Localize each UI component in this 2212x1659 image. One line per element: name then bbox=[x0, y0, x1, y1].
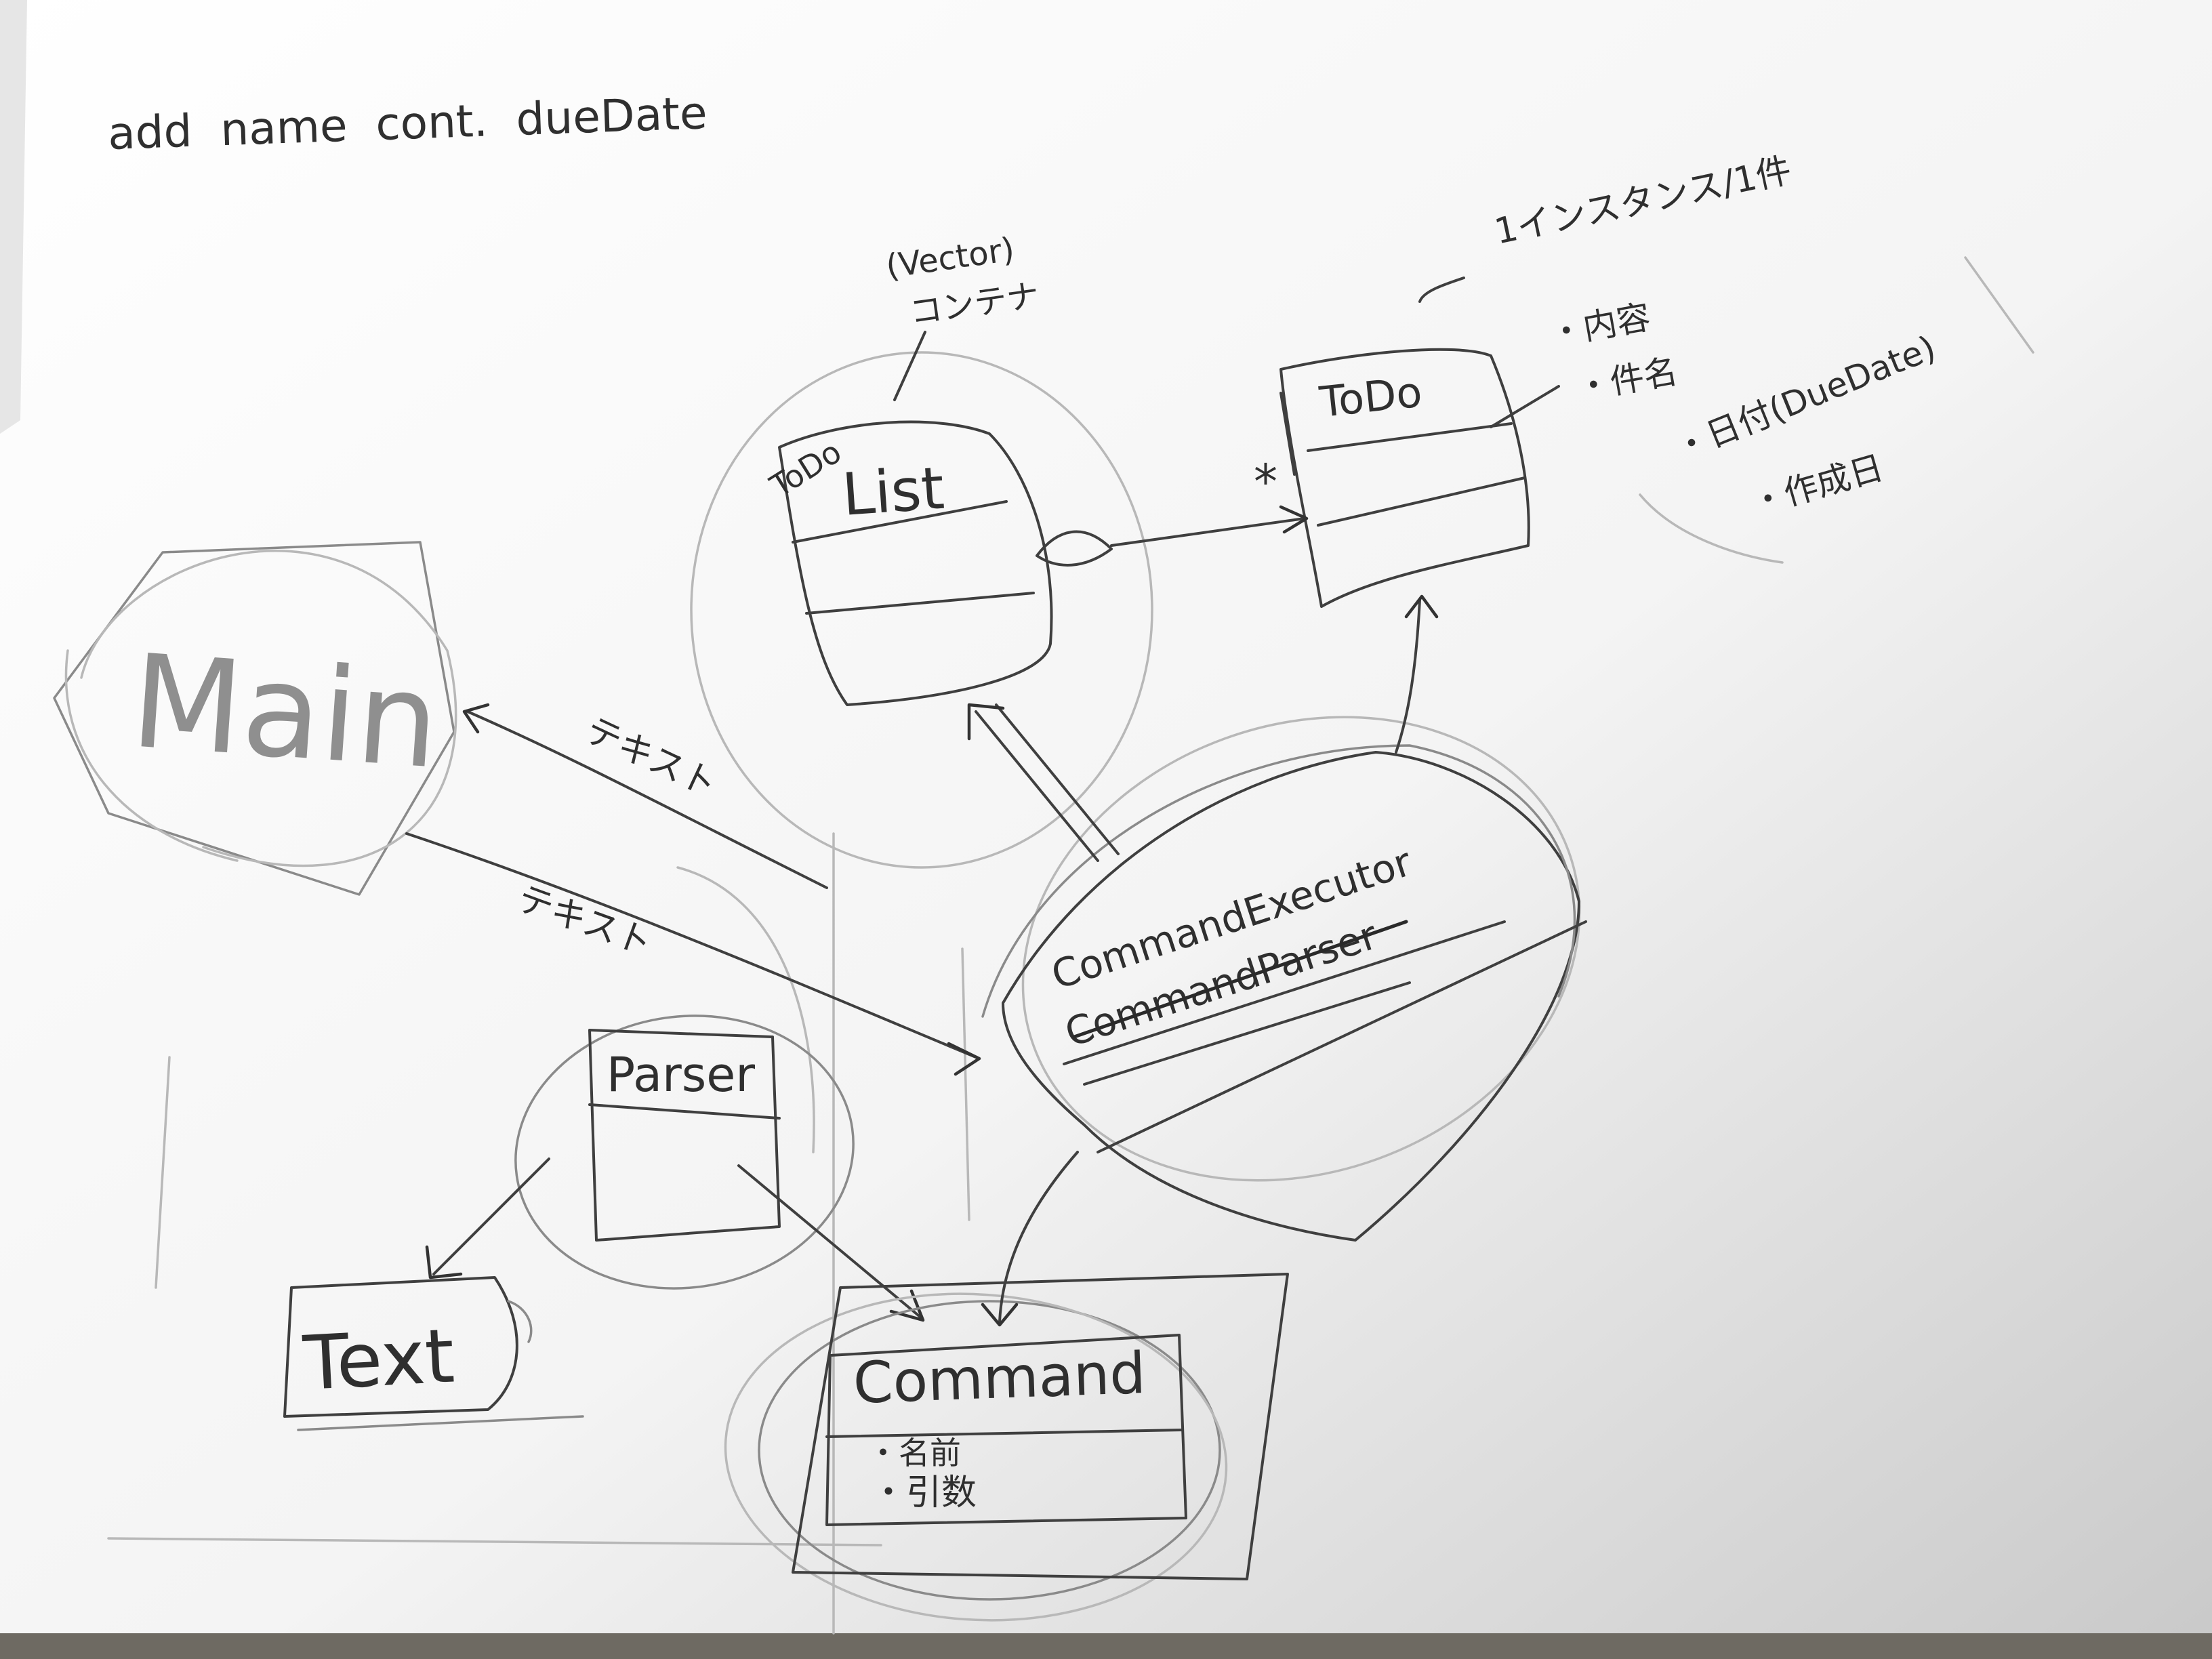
multiplicity-label: * bbox=[1254, 454, 1277, 510]
command-class-name: Command bbox=[852, 1340, 1147, 1416]
main-class-name: Main bbox=[127, 626, 444, 797]
class-list: ToDo List bbox=[763, 420, 1053, 706]
edge-list-todo: * bbox=[1036, 454, 1309, 567]
class-parser: Parser bbox=[514, 1015, 855, 1290]
class-main: Main bbox=[53, 541, 457, 896]
table-edge-bottom bbox=[0, 1633, 2212, 1659]
todo-class-name: ToDo bbox=[1317, 367, 1425, 427]
edge-executor-list bbox=[967, 703, 1120, 862]
edge-parser-command bbox=[737, 1164, 925, 1322]
edge-parser-text bbox=[425, 1158, 550, 1279]
paper-left-edge bbox=[0, 0, 27, 434]
command-field-1: ・引数 bbox=[871, 1473, 977, 1513]
edge-executor-command bbox=[981, 1151, 1079, 1327]
parser-class-name: Parser bbox=[607, 1047, 755, 1103]
text-class-name: Text bbox=[301, 1312, 457, 1407]
list-class-name: List bbox=[840, 455, 946, 529]
command-field-0: ・名前 bbox=[867, 1435, 961, 1471]
edge-executor-todo bbox=[1395, 594, 1439, 754]
class-text: Text bbox=[283, 1276, 584, 1431]
faint-sketch-lines bbox=[107, 256, 2034, 1635]
class-todo: ToDo bbox=[1279, 348, 1530, 608]
class-command: Command ・名前 ・引数 bbox=[724, 1273, 1289, 1622]
